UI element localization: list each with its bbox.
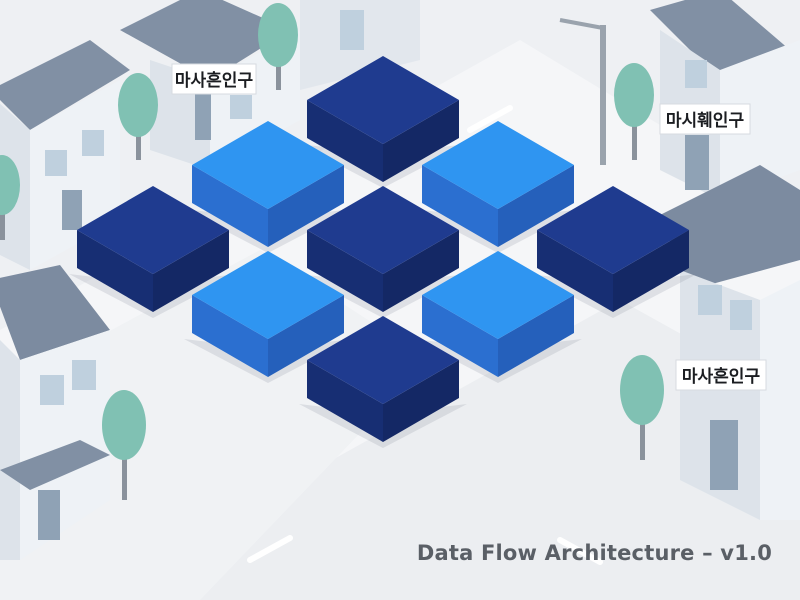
data-block bbox=[414, 121, 582, 253]
block-top bbox=[422, 121, 574, 209]
data-block bbox=[69, 186, 237, 318]
block-right-face bbox=[383, 100, 459, 182]
tree bbox=[258, 3, 298, 90]
data-block bbox=[299, 316, 467, 448]
data-block bbox=[299, 56, 467, 188]
tree bbox=[614, 63, 654, 160]
block-left-face bbox=[77, 230, 153, 312]
block-top bbox=[307, 316, 459, 404]
block-top bbox=[537, 186, 689, 274]
house-bottom-left bbox=[0, 265, 110, 560]
house-top-right bbox=[650, 0, 800, 200]
sign-board-1: 마사흔인구 bbox=[171, 63, 257, 95]
data-block bbox=[414, 251, 582, 383]
block-left-face bbox=[537, 230, 613, 312]
tree bbox=[0, 155, 20, 240]
block-right-face bbox=[498, 165, 574, 247]
block-right-face bbox=[268, 295, 344, 377]
block-right-face bbox=[498, 295, 574, 377]
block-right-face bbox=[383, 230, 459, 312]
block-top bbox=[192, 251, 344, 339]
trees bbox=[0, 3, 664, 500]
tree bbox=[620, 355, 664, 460]
data-block bbox=[184, 121, 352, 253]
tree bbox=[118, 73, 158, 160]
sign-board-2: 마시훼인구 bbox=[659, 103, 751, 135]
data-block bbox=[299, 186, 467, 318]
block-left-face bbox=[422, 165, 498, 247]
house-right bbox=[660, 165, 800, 520]
block-right-face bbox=[153, 230, 229, 312]
sign-board-3: 마사흔인구 bbox=[675, 359, 767, 391]
street-lamp bbox=[559, 18, 606, 165]
block-left-face bbox=[307, 230, 383, 312]
data-block bbox=[529, 186, 697, 318]
sign-label: 마사흔인구 bbox=[175, 70, 254, 91]
sign-label: 마사흔인구 bbox=[682, 366, 761, 387]
block-left-face bbox=[192, 165, 268, 247]
tree bbox=[102, 390, 146, 500]
block-top bbox=[192, 121, 344, 209]
block-right-face bbox=[268, 165, 344, 247]
block-right-face bbox=[383, 360, 459, 442]
block-grid bbox=[69, 56, 697, 448]
block-top bbox=[307, 56, 459, 144]
data-block bbox=[184, 251, 352, 383]
diagram-caption: Data Flow Architecture – v1.0 bbox=[416, 541, 772, 565]
block-left-face bbox=[307, 360, 383, 442]
block-left-face bbox=[422, 295, 498, 377]
block-top bbox=[307, 186, 459, 274]
block-left-face bbox=[192, 295, 268, 377]
sign-label: 마시훼인구 bbox=[666, 111, 745, 131]
block-top bbox=[422, 251, 574, 339]
block-right-face bbox=[613, 230, 689, 312]
block-top bbox=[77, 186, 229, 274]
block-left-face bbox=[307, 100, 383, 182]
